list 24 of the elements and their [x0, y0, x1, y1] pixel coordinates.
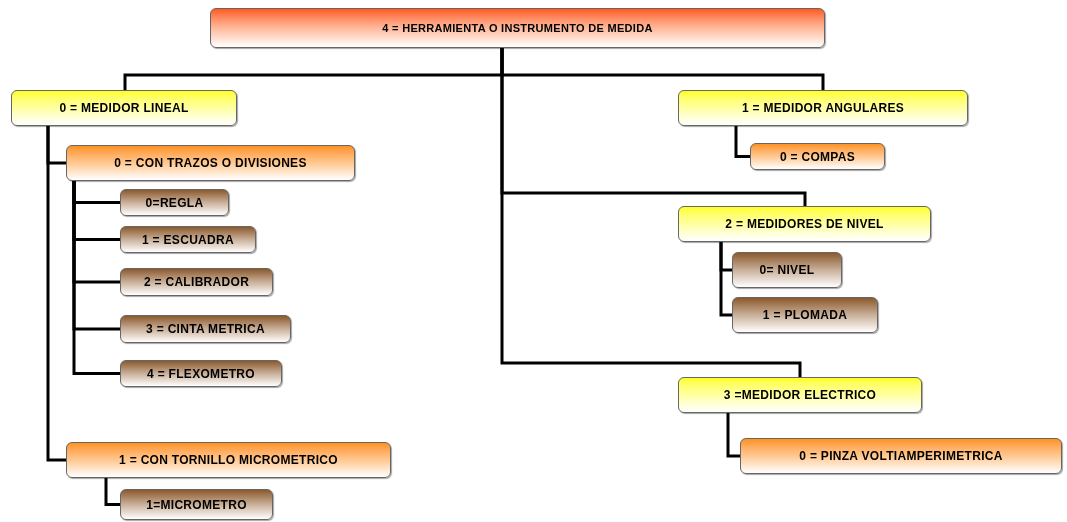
- category-box: 4 = FLEXOMETRO: [120, 360, 282, 387]
- connector-line: [719, 242, 732, 317]
- connector-line: [726, 413, 740, 458]
- category-box: 0= NIVEL: [732, 252, 842, 288]
- category-box: 1 = MEDIDOR ANGULARES: [678, 90, 968, 126]
- category-box: 0 = MEDIDOR LINEAL: [11, 90, 237, 126]
- category-box: 3 =MEDIDOR ELECTRICO: [678, 377, 922, 413]
- category-box: 0 = COMPAS: [750, 143, 885, 170]
- category-box: 2 = MEDIDORES DE NIVEL: [678, 206, 931, 242]
- connector-line: [104, 478, 120, 506]
- category-box: 0 = CON TRAZOS O DIVISIONES: [66, 145, 355, 181]
- category-box: 1 = PLOMADA: [732, 297, 878, 333]
- category-box: 1=MICROMETRO: [120, 489, 273, 520]
- category-box: 0 = PINZA VOLTIAMPERIMETRICA: [740, 438, 1062, 474]
- category-box: 3 = CINTA METRICA: [120, 315, 291, 343]
- category-box: 2 = CALIBRADOR: [120, 268, 273, 296]
- category-box: 1 = ESCUADRA: [120, 226, 256, 253]
- category-box: 4 = HERRAMIENTA O INSTRUMENTO DE MEDIDA: [210, 8, 825, 48]
- connector-line: [500, 48, 802, 377]
- category-box: 0=REGLA: [120, 189, 229, 216]
- connector-line: [46, 126, 66, 462]
- connector-line: [734, 126, 750, 158]
- connector-line: [72, 181, 120, 375]
- category-box: 1 = CON TORNILLO MICROMETRICO: [66, 442, 391, 478]
